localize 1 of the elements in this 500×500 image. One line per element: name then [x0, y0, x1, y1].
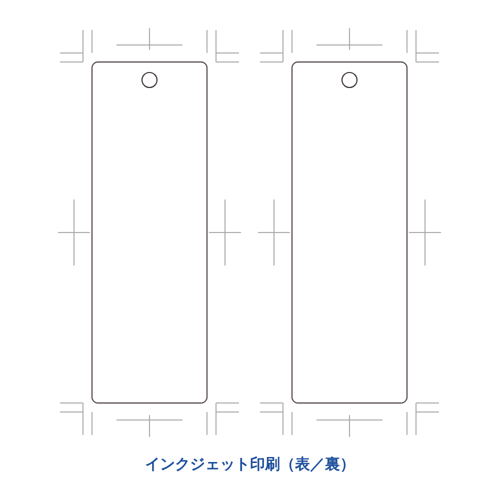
caption: インクジェット印刷（表／裏） — [145, 455, 355, 473]
